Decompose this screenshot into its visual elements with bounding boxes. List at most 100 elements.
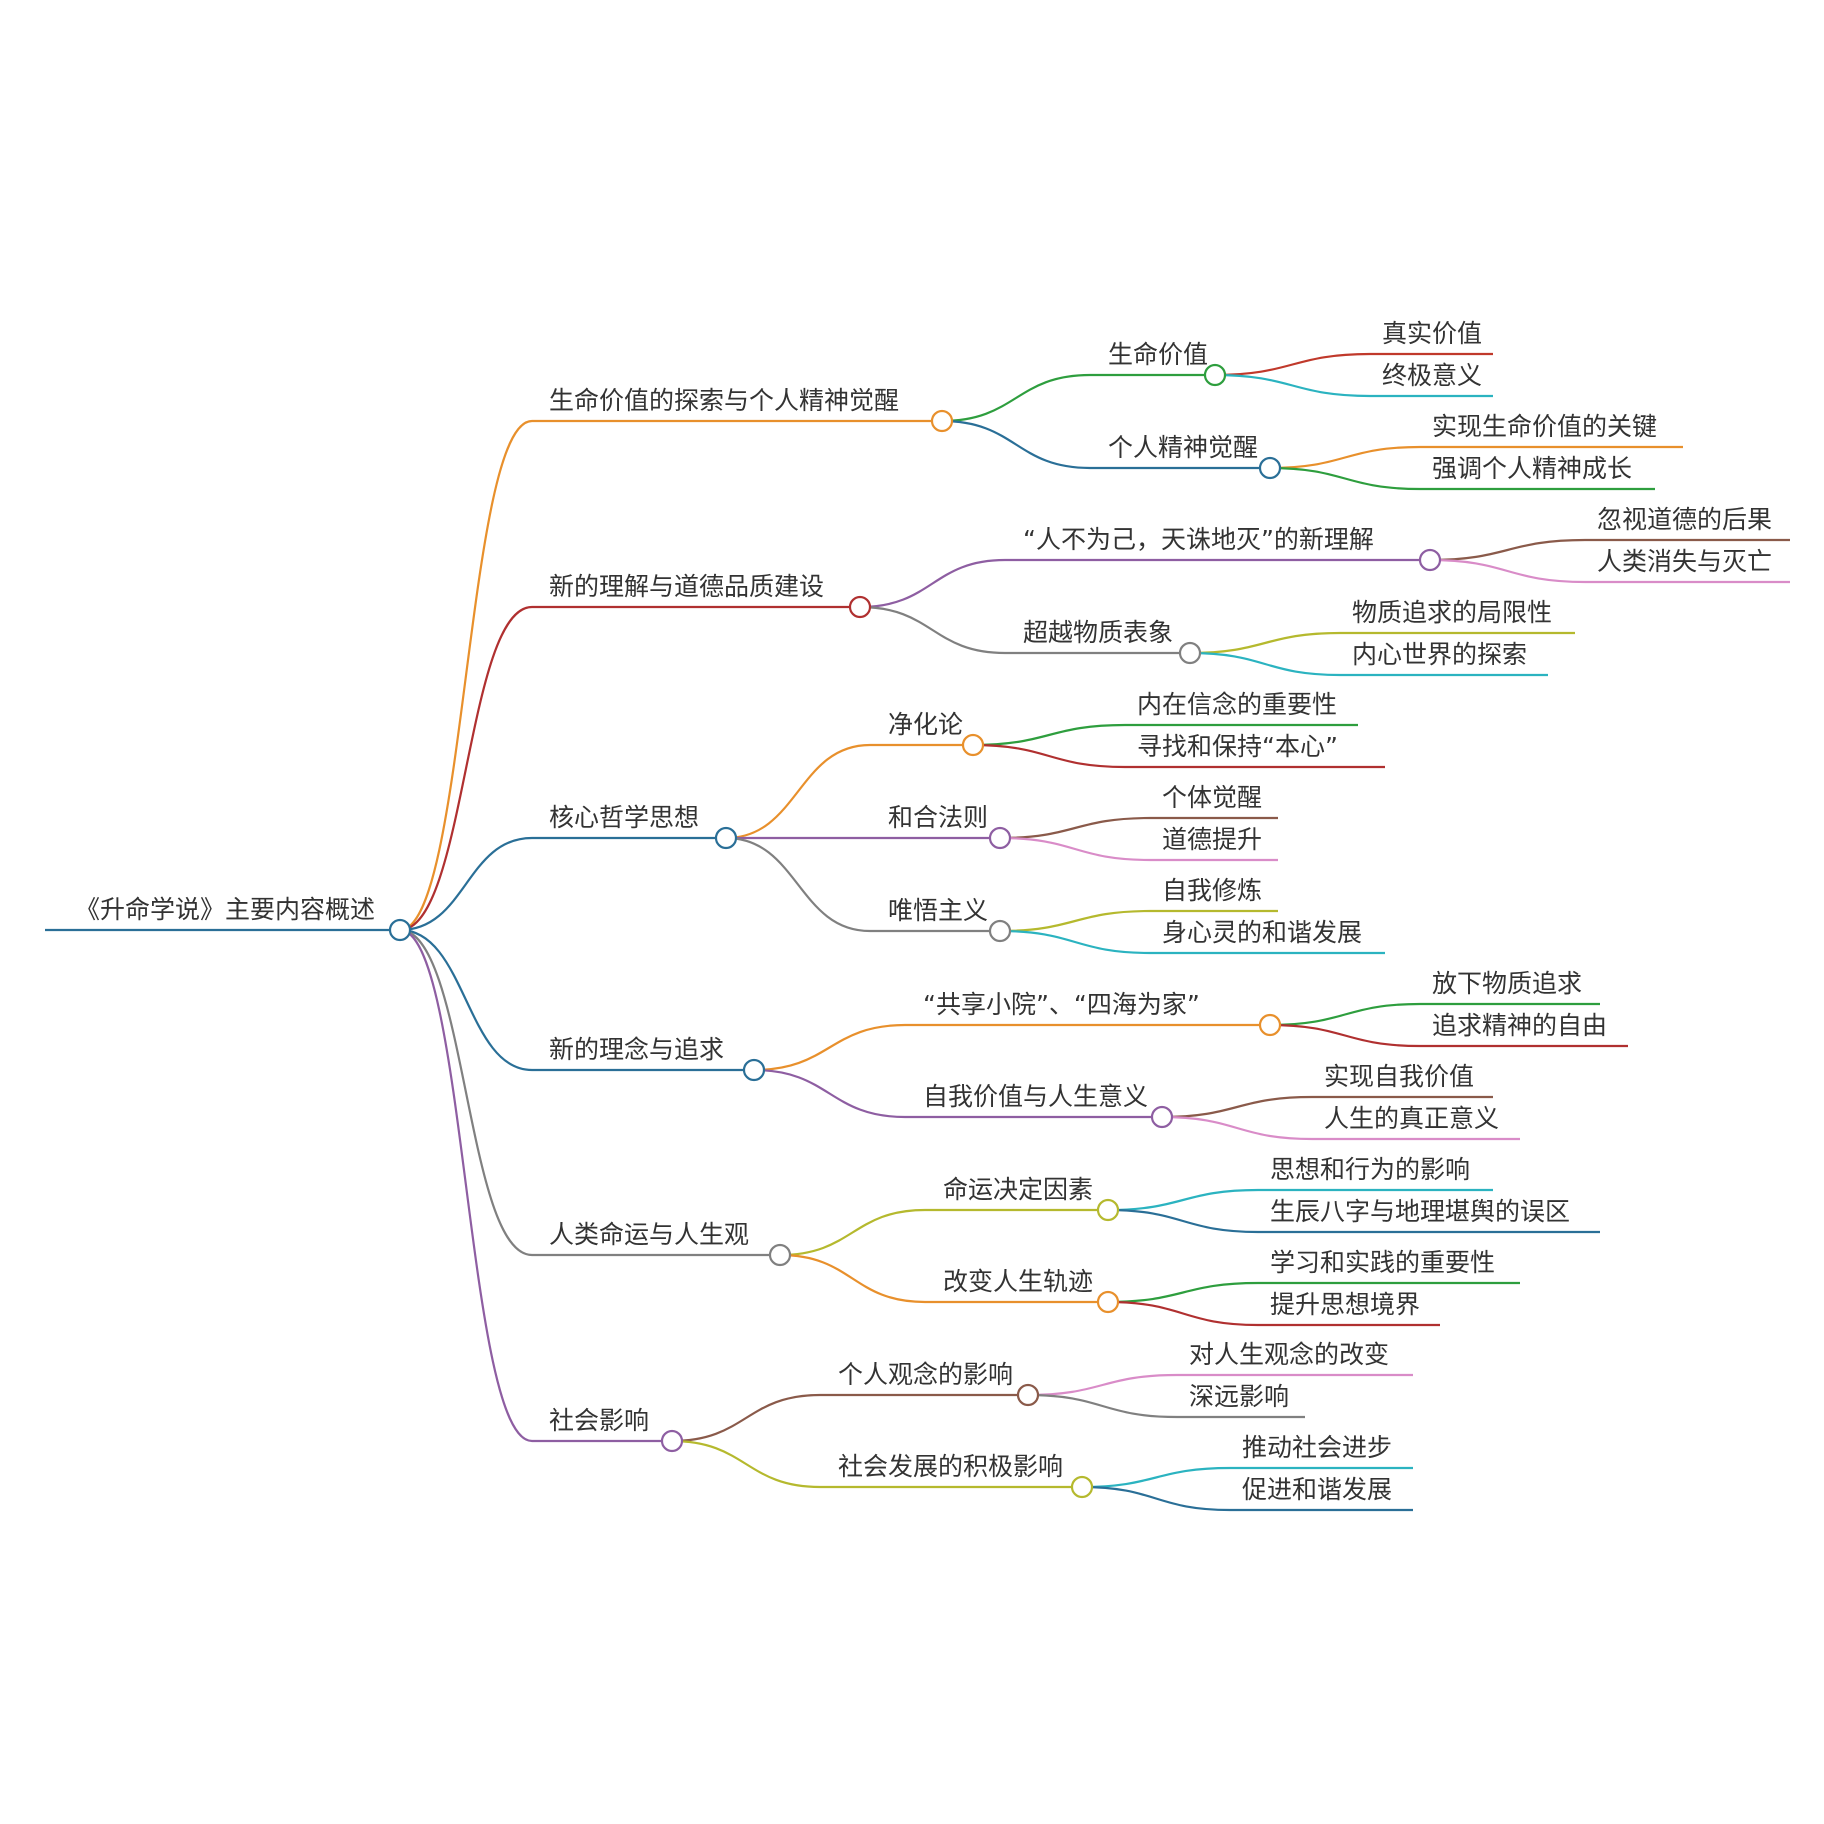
root-branch-connector <box>399 928 533 1072</box>
leaf-label: 忽视道德的后果 <box>1597 505 1772 534</box>
leaf-label: 放下物质追求 <box>1432 969 1582 998</box>
child-connector <box>725 743 871 840</box>
leaf-label: 实现自我价值 <box>1324 1062 1474 1091</box>
child-node-toggle[interactable] <box>1016 1383 1040 1407</box>
child-label: 自我价值与人生意义 <box>923 1082 1148 1111</box>
child-connector <box>941 373 1091 423</box>
leaf-connector <box>1027 1393 1178 1419</box>
child-node-toggle[interactable] <box>961 733 985 757</box>
child-connector <box>671 1439 821 1489</box>
leaf-label: 实现生命价值的关键 <box>1432 412 1657 441</box>
child-node-toggle[interactable] <box>1418 548 1442 572</box>
branch-label: 社会影响 <box>549 1406 649 1435</box>
leaf-connector <box>1269 1023 1421 1048</box>
leaf-connector <box>1269 466 1421 491</box>
leaf-connector <box>999 909 1151 933</box>
child-connector <box>859 605 1006 655</box>
branch-node-toggle[interactable] <box>930 409 954 433</box>
branch-label: 生命价值的探索与个人精神觉醒 <box>549 386 899 415</box>
child-label: 唯悟主义 <box>888 896 988 925</box>
child-node-toggle[interactable] <box>1258 456 1282 480</box>
child-connector <box>753 1023 906 1072</box>
leaf-label: 内在信念的重要性 <box>1137 690 1337 719</box>
root-title: 《升命学说》主要内容概述 <box>75 895 375 924</box>
child-connector <box>779 1253 926 1304</box>
branch-node-toggle[interactable] <box>660 1429 684 1453</box>
child-node-toggle[interactable] <box>1096 1290 1120 1314</box>
child-label: 生命价值 <box>1108 340 1208 369</box>
leaf-label: 学习和实践的重要性 <box>1270 1248 1495 1277</box>
leaf-connector <box>1429 538 1586 562</box>
child-node-toggle[interactable] <box>1258 1013 1282 1037</box>
child-connector <box>725 836 871 933</box>
leaf-label: 提升思想境界 <box>1270 1290 1420 1319</box>
leaf-label: 促进和谐发展 <box>1242 1475 1392 1504</box>
leaf-connector <box>1081 1485 1231 1512</box>
leaf-connector <box>972 743 1126 769</box>
leaf-connector <box>1107 1300 1259 1327</box>
child-label: 个人精神觉醒 <box>1108 433 1258 462</box>
leaf-connector <box>1269 445 1421 470</box>
leaf-label: 追求精神的自由 <box>1432 1011 1607 1040</box>
leaf-connector <box>972 723 1126 747</box>
leaf-label: 物质追求的局限性 <box>1352 598 1552 627</box>
child-node-toggle[interactable] <box>1070 1475 1094 1499</box>
branch-node-toggle[interactable] <box>848 595 872 619</box>
root-branch-connector <box>399 928 533 1257</box>
leaf-label: 强调个人精神成长 <box>1432 454 1632 483</box>
leaf-connector <box>1161 1115 1313 1141</box>
child-connector <box>941 419 1091 470</box>
child-node-toggle[interactable] <box>1150 1105 1174 1129</box>
child-label: 个人观念的影响 <box>838 1360 1013 1389</box>
child-label: 改变人生轨迹 <box>943 1267 1093 1296</box>
branch-label: 核心哲学思想 <box>549 803 699 832</box>
leaf-connector <box>1189 631 1341 655</box>
branch-node-toggle[interactable] <box>768 1243 792 1267</box>
leaf-label: 对人生观念的改变 <box>1189 1340 1389 1369</box>
branch-node-toggle[interactable] <box>714 826 738 850</box>
leaf-label: 推动社会进步 <box>1242 1433 1392 1462</box>
leaf-label: 终极意义 <box>1382 361 1482 390</box>
leaf-connector <box>1081 1466 1231 1489</box>
child-node-toggle[interactable] <box>1096 1198 1120 1222</box>
child-label: 社会发展的积极影响 <box>838 1452 1063 1481</box>
leaf-connector <box>1189 651 1341 677</box>
leaf-connector <box>1027 1373 1178 1397</box>
leaf-label: 真实价值 <box>1382 319 1482 348</box>
child-label: 和合法则 <box>888 803 988 832</box>
child-label: 净化论 <box>888 710 963 739</box>
root-branch-connector <box>399 605 533 932</box>
leaf-connector <box>999 816 1151 840</box>
child-node-toggle[interactable] <box>988 826 1012 850</box>
child-label: “人不为己，天诛地灭”的新理解 <box>1023 525 1374 554</box>
child-node-toggle[interactable] <box>1203 363 1227 387</box>
root-node-toggle[interactable] <box>388 918 412 942</box>
leaf-connector <box>1429 558 1586 584</box>
leaf-label: 寻找和保持“本心” <box>1137 732 1338 761</box>
root-branch-connector <box>399 928 533 1443</box>
leaf-label: 人类消失与灭亡 <box>1597 547 1772 576</box>
leaf-label: 个体觉醒 <box>1162 783 1262 812</box>
leaf-label: 身心灵的和谐发展 <box>1162 918 1362 947</box>
root-branch-connector <box>399 836 533 932</box>
leaf-connector <box>1269 1002 1421 1027</box>
child-node-toggle[interactable] <box>988 919 1012 943</box>
branch-label: 人类命运与人生观 <box>549 1220 749 1249</box>
root-branch-connector <box>399 419 533 932</box>
child-node-toggle[interactable] <box>1178 641 1202 665</box>
child-connector <box>859 558 1006 609</box>
leaf-connector <box>999 836 1151 862</box>
leaf-connector <box>1161 1095 1313 1119</box>
leaf-connector <box>1214 352 1371 377</box>
leaf-label: 深远影响 <box>1189 1382 1289 1411</box>
branch-label: 新的理念与追求 <box>549 1035 724 1064</box>
child-label: “共享小院”、“四海为家” <box>923 990 1200 1019</box>
branch-node-toggle[interactable] <box>742 1058 766 1082</box>
leaf-label: 思想和行为的影响 <box>1270 1155 1470 1184</box>
leaf-label: 内心世界的探索 <box>1352 640 1527 669</box>
leaf-connector <box>1107 1281 1259 1304</box>
leaf-connector <box>1107 1188 1259 1212</box>
leaf-label: 道德提升 <box>1162 825 1262 854</box>
child-label: 超越物质表象 <box>1023 618 1173 647</box>
